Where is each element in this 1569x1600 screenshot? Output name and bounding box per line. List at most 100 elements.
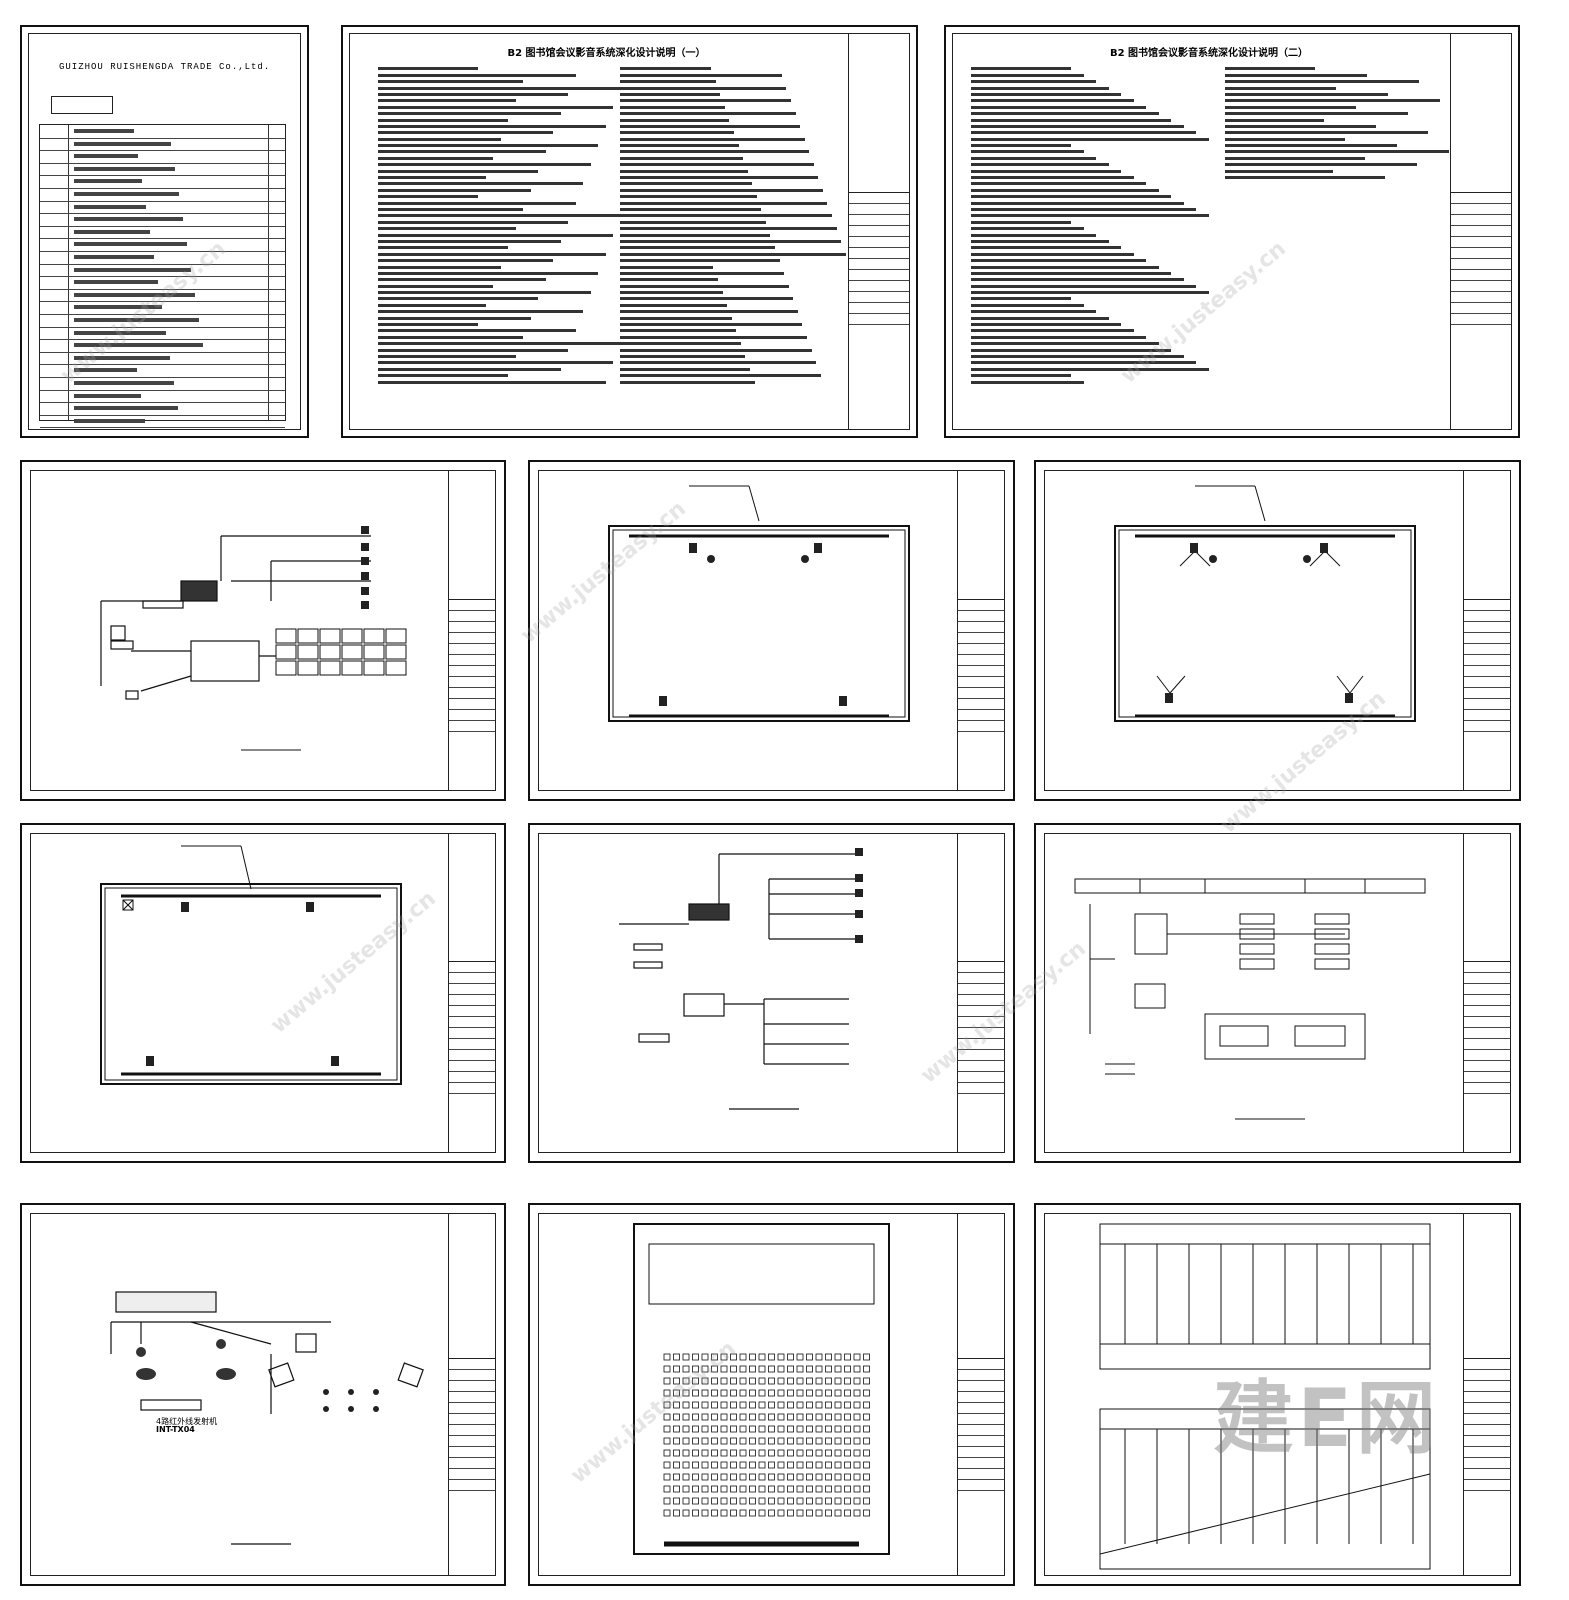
seat: [673, 1509, 680, 1517]
seat: [815, 1377, 823, 1385]
seat: [692, 1425, 699, 1433]
text-line: [378, 144, 598, 148]
seat: [701, 1377, 709, 1385]
seat: [853, 1353, 861, 1361]
seat: [796, 1401, 804, 1409]
seat: [834, 1437, 842, 1445]
text-line: [1225, 112, 1409, 116]
seat: [682, 1485, 690, 1493]
seat: [844, 1461, 851, 1469]
seat: [768, 1389, 775, 1397]
seat: [692, 1497, 699, 1505]
index-row: [40, 138, 285, 152]
text-line: [378, 380, 606, 384]
text-line: [620, 201, 828, 205]
seat: [853, 1377, 861, 1385]
sheet-speaker-layout-1[interactable]: [528, 460, 1015, 801]
sheet-video-system-diagram[interactable]: [20, 460, 506, 801]
seat: [711, 1497, 718, 1505]
seat: [730, 1353, 737, 1361]
text-line: [620, 233, 771, 237]
seat: [834, 1377, 842, 1385]
seat: [663, 1449, 671, 1457]
seat: [806, 1449, 813, 1457]
seat: [806, 1509, 813, 1517]
text-line: [620, 354, 746, 358]
seat: [825, 1389, 832, 1397]
text-line: [620, 265, 714, 269]
text-line: [1225, 156, 1366, 160]
sheet-power-control-diagram[interactable]: [1034, 823, 1521, 1163]
seat: [768, 1449, 775, 1457]
text-line: [378, 169, 538, 173]
seat: [701, 1473, 709, 1481]
text-line: [378, 354, 516, 358]
text-line: [620, 80, 716, 84]
seat: [701, 1485, 709, 1493]
text-line: [378, 303, 486, 307]
text-line: [971, 105, 1146, 109]
seat: [777, 1473, 785, 1481]
sheet-hall-floor-plan[interactable]: [528, 1203, 1015, 1586]
seat: [663, 1401, 671, 1409]
text-line: [1225, 67, 1316, 71]
seat: [758, 1377, 766, 1385]
text-line: [1225, 137, 1345, 141]
text-line: [378, 271, 598, 275]
text-line: [378, 361, 613, 365]
seat: [730, 1377, 737, 1385]
sheet-hall-elevations[interactable]: 建E网: [1034, 1203, 1521, 1586]
seat: [777, 1509, 785, 1517]
text-line: [620, 291, 723, 295]
seat: [701, 1425, 709, 1433]
index-row: [40, 390, 285, 404]
text-line: [620, 271, 785, 275]
sheet-cover-index[interactable]: GUIZHOU RUISHENGDA TRADE Co.,Ltd.: [20, 25, 309, 438]
text-line: [971, 73, 1084, 77]
seat: [806, 1377, 813, 1385]
seat: [787, 1497, 794, 1505]
seat: [815, 1449, 823, 1457]
seat: [853, 1437, 861, 1445]
text-line: [1225, 118, 1325, 122]
sheet-infrared-system[interactable]: 4路红外线发射机 INT-TX04: [20, 1203, 506, 1586]
index-row: [40, 364, 285, 378]
sheet-speaker-layout-2[interactable]: [1034, 460, 1521, 801]
seat: [787, 1401, 794, 1409]
video-wall-panel: [319, 660, 341, 676]
text-line: [971, 137, 1209, 141]
text-line: [378, 259, 553, 263]
seat: [787, 1437, 794, 1445]
logo-block: [51, 96, 113, 114]
seat: [825, 1449, 832, 1457]
page-heading: B2 图书馆会议影音系统深化设计说明（二）: [1109, 48, 1309, 59]
seat: [663, 1437, 671, 1445]
text-line: [378, 227, 516, 231]
seat: [853, 1509, 861, 1517]
seat: [663, 1365, 671, 1373]
sheet-audio-system-diagram[interactable]: [528, 823, 1015, 1163]
sheet-ceiling-layout[interactable]: [20, 823, 506, 1163]
seat: [682, 1353, 690, 1361]
video-wall-panel: [297, 644, 319, 660]
seat: [758, 1461, 766, 1469]
sheet-design-notes-1[interactable]: B2 图书馆会议影音系统深化设计说明（一）: [341, 25, 918, 438]
text-line: [971, 176, 1134, 180]
sheet-design-notes-2[interactable]: B2 图书馆会议影音系统深化设计说明（二）: [944, 25, 1520, 438]
seat: [749, 1473, 756, 1481]
text-line: [971, 361, 1196, 365]
seat: [844, 1497, 851, 1505]
seat: [825, 1437, 832, 1445]
seat: [777, 1485, 785, 1493]
seat: [768, 1497, 775, 1505]
seat: [863, 1413, 870, 1421]
seat: [825, 1461, 832, 1469]
seat: [853, 1425, 861, 1433]
seat: [768, 1365, 775, 1373]
seat: [663, 1389, 671, 1397]
seat: [834, 1353, 842, 1361]
seat: [758, 1425, 766, 1433]
seat: [796, 1497, 804, 1505]
title-block: [1463, 471, 1510, 790]
index-row: [40, 264, 285, 278]
